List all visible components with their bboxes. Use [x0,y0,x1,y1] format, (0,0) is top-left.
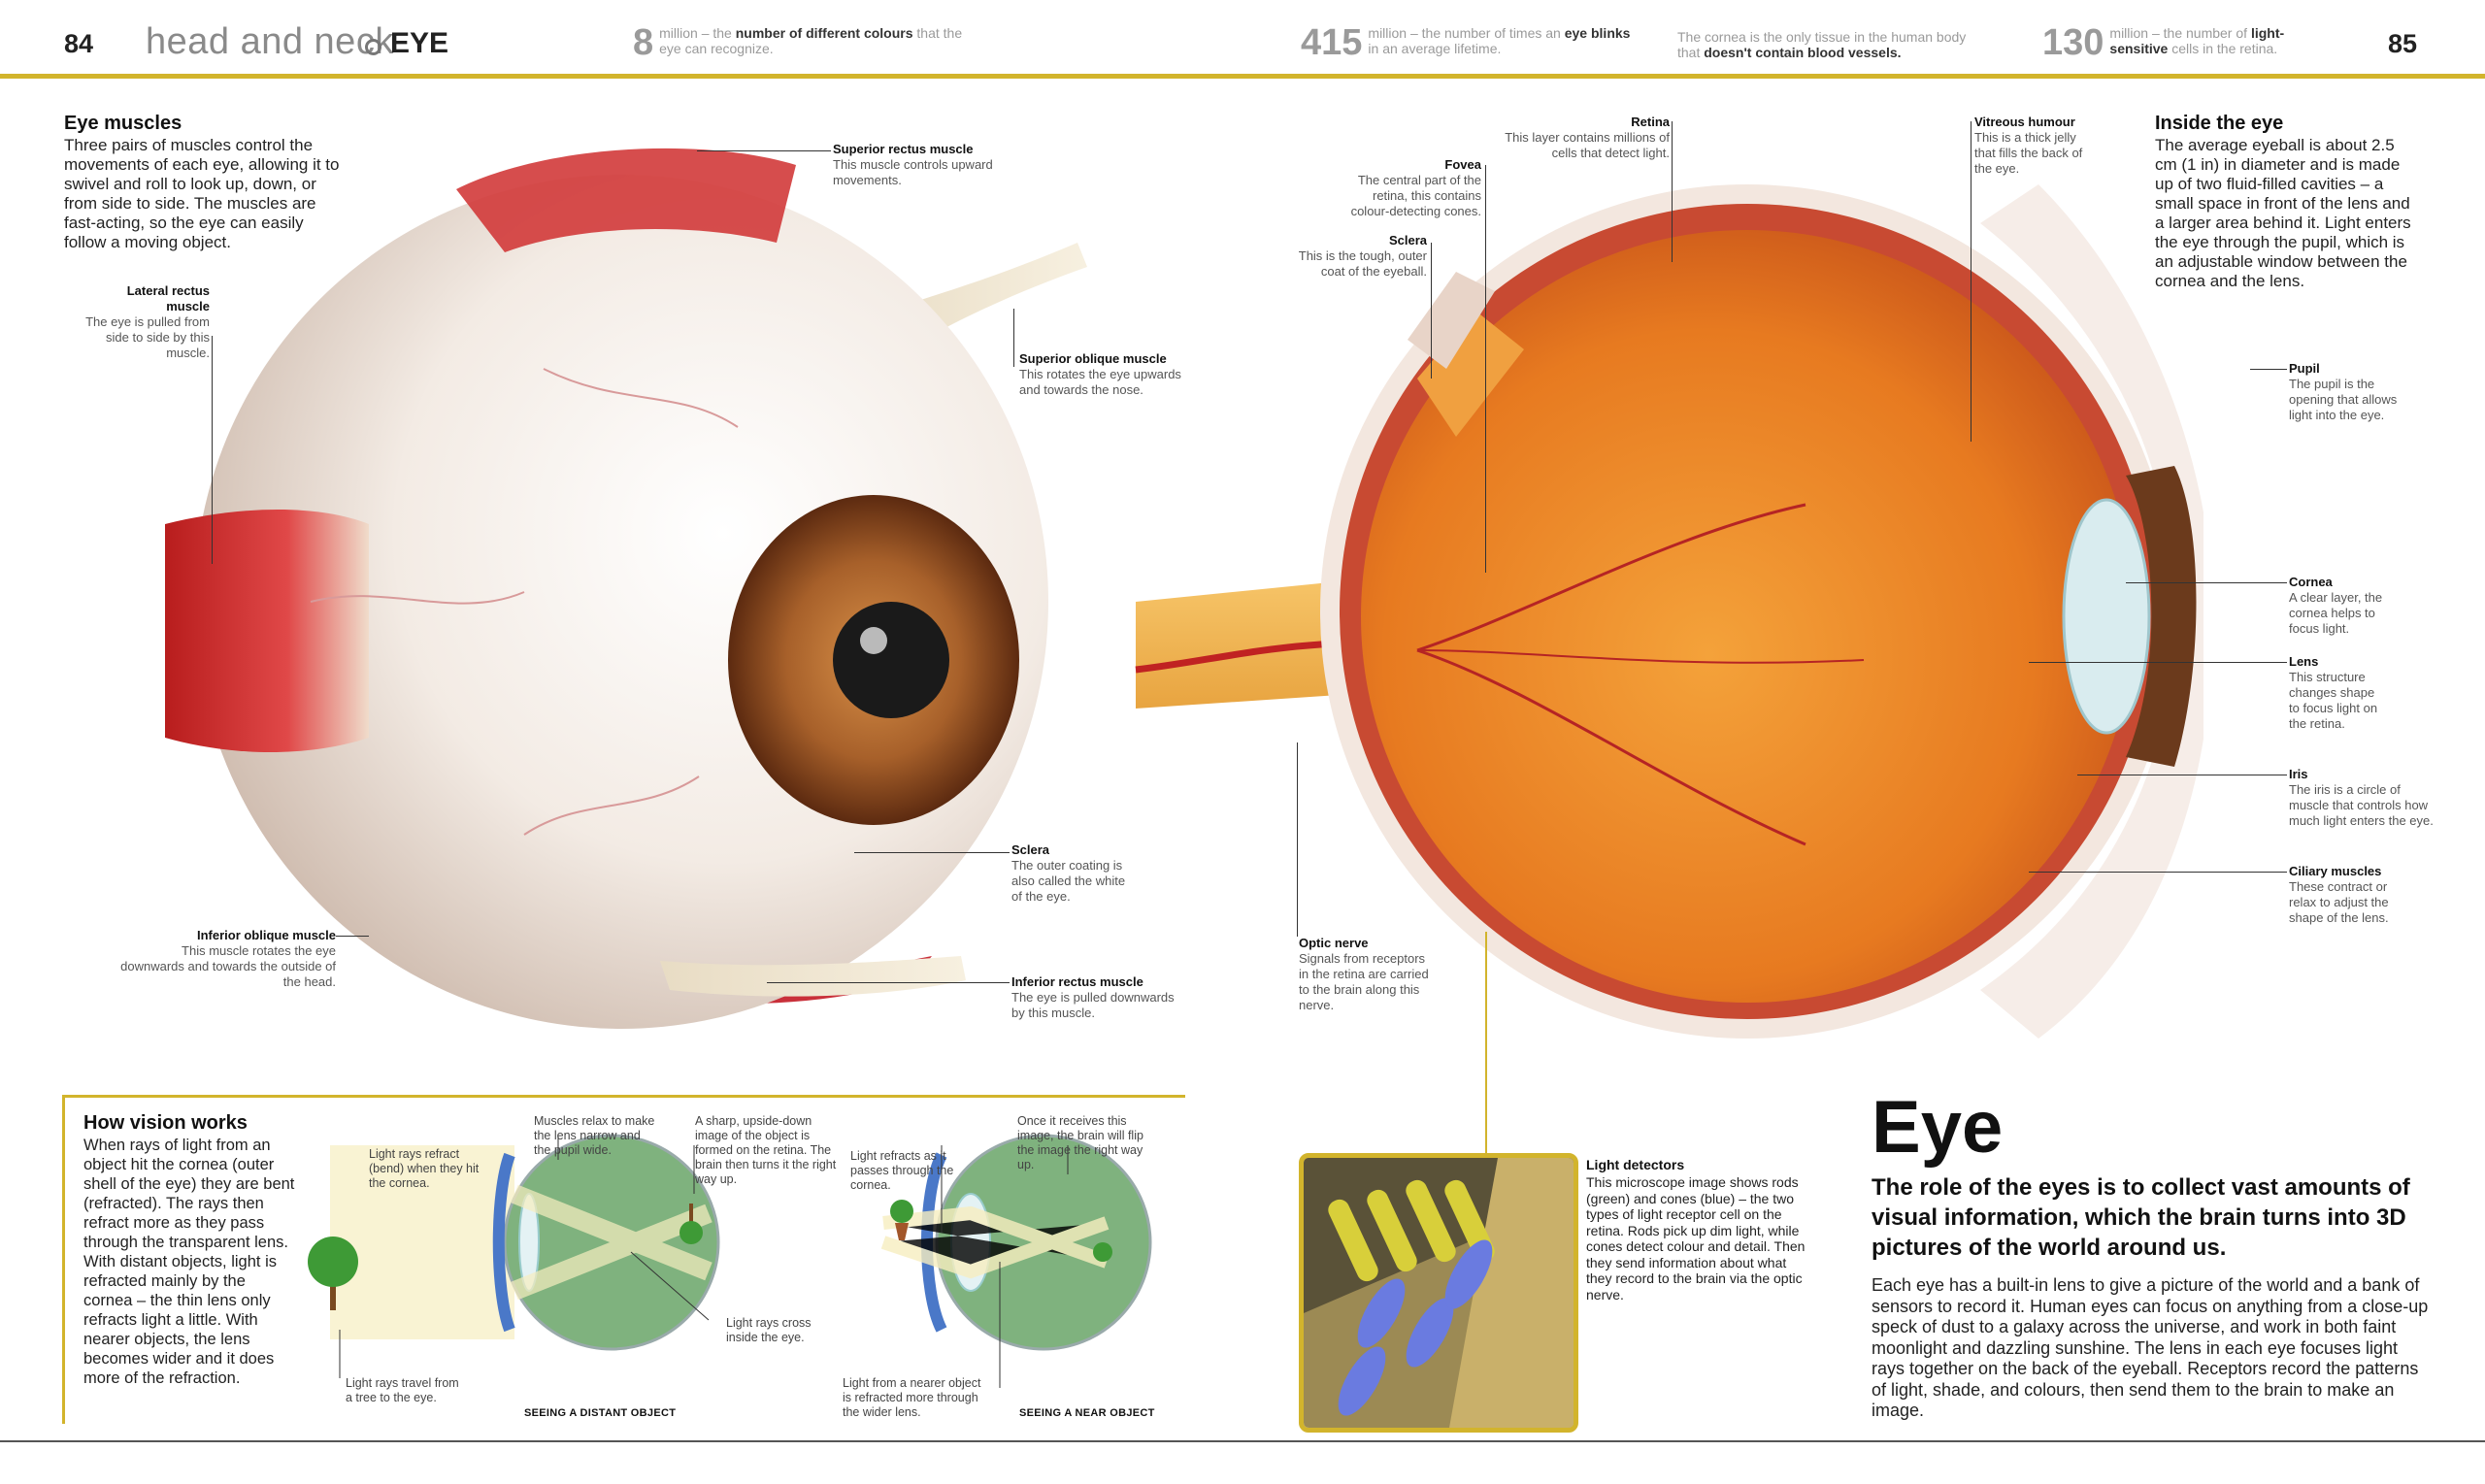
tree-icon [330,1281,336,1310]
leader-line [697,150,831,151]
leader-line [212,336,213,564]
iris-section [2126,466,2197,767]
how-vision-box [62,1095,1185,1424]
label-cross: Light rays cross inside the eye. [726,1316,812,1344]
image-tree-icon [689,1204,693,1223]
rods-cones-image [1304,1158,1574,1428]
label-refract-near: Light refracts as it passes through the … [850,1149,954,1192]
bullet-dot-icon [365,39,381,55]
footer-rule [0,1440,2485,1442]
label-near: Light from a nearer object is refracted … [843,1376,981,1419]
leader-line [1485,165,1486,573]
page-number-right: 85 [2388,29,2418,58]
lens-section [2062,498,2151,735]
leader-line [2250,369,2287,370]
leader-line [1431,243,1432,379]
how-vision-text: When rays of light from an object hit th… [83,1137,295,1387]
stat-text: million – the number of light-sensitive … [2109,25,2285,56]
eye-cross-section-illustration [1135,184,2203,1039]
callout-line [1485,932,1487,1153]
label-flip: Once it receives this image, the brain w… [1017,1114,1143,1171]
leader-line [2029,662,2287,663]
stat-text: million – the number of times an eye bli… [1368,25,1631,56]
leader-line [336,936,369,937]
label-muscles-relax: Muscles relax to make the lens narrow an… [534,1114,655,1157]
intro-paragraph: Each eye has a built-in lens to give a p… [1872,1275,2429,1420]
stat-number: 8 [633,22,654,63]
label-refract-distant: Light rays refract (bend) when they hit … [369,1147,480,1190]
stat-text: million – the number of different colour… [659,25,963,56]
superior-rectus-muscle [456,148,796,252]
lateral-rectus-muscle [165,510,369,752]
light-detectors-text: This microscope image shows rods (green)… [1586,1174,1806,1303]
inside-eye-text: The average eyeball is about 2.5 cm (1 i… [2155,136,2411,290]
eye-muscles-text: Three pairs of muscles control the movem… [64,136,340,251]
eye-muscles-title: Eye muscles [64,113,182,134]
vision-diagrams [308,1134,1152,1388]
light-detectors-title: Light detectors [1586,1157,1685,1172]
stat-blinks: 415 million – the number of times an eye… [1301,22,1631,63]
inferior-rectus-tendon [660,956,966,997]
front-cut-face [1980,184,2203,1039]
header-rule [0,74,2485,79]
plant-icon [895,1223,909,1240]
microscope-photo [1299,1153,1578,1433]
leader-line [1297,742,1298,937]
stat-cells: 130 million – the number of light-sensit… [2042,22,2334,63]
page-number-left: 84 [64,29,94,58]
page-title: Eye [1872,1086,2004,1169]
caption-near: SEEING A NEAR OBJECT [1019,1407,1155,1419]
leader-line [1013,309,1014,367]
leader-line [2029,872,2287,873]
label-upside-down: A sharp, upside-down image of the object… [695,1114,837,1186]
page-subtitle: The role of the eyes is to collect vast … [1872,1174,2410,1261]
topic-title: EYE [390,27,449,59]
leader-line [2126,582,2287,583]
stat-number: 130 [2042,22,2104,63]
section-title: head and neck [146,21,394,62]
stat-colours: 8 million – the number of different colo… [633,22,963,63]
fact-cornea: The cornea is the only tissue in the hum… [1677,29,1967,60]
leader-line [1672,121,1673,262]
leader-line [854,852,1010,853]
label-travel: Light rays travel from a tree to the eye… [346,1376,459,1404]
leader-line [767,982,1010,983]
caption-distant: SEEING A DISTANT OBJECT [524,1407,677,1419]
stat-number: 415 [1301,22,1363,63]
inside-eye-title: Inside the eye [2155,113,2284,134]
how-vision-title: How vision works [83,1112,248,1134]
eyeball-muscles-illustration [165,148,1087,1029]
